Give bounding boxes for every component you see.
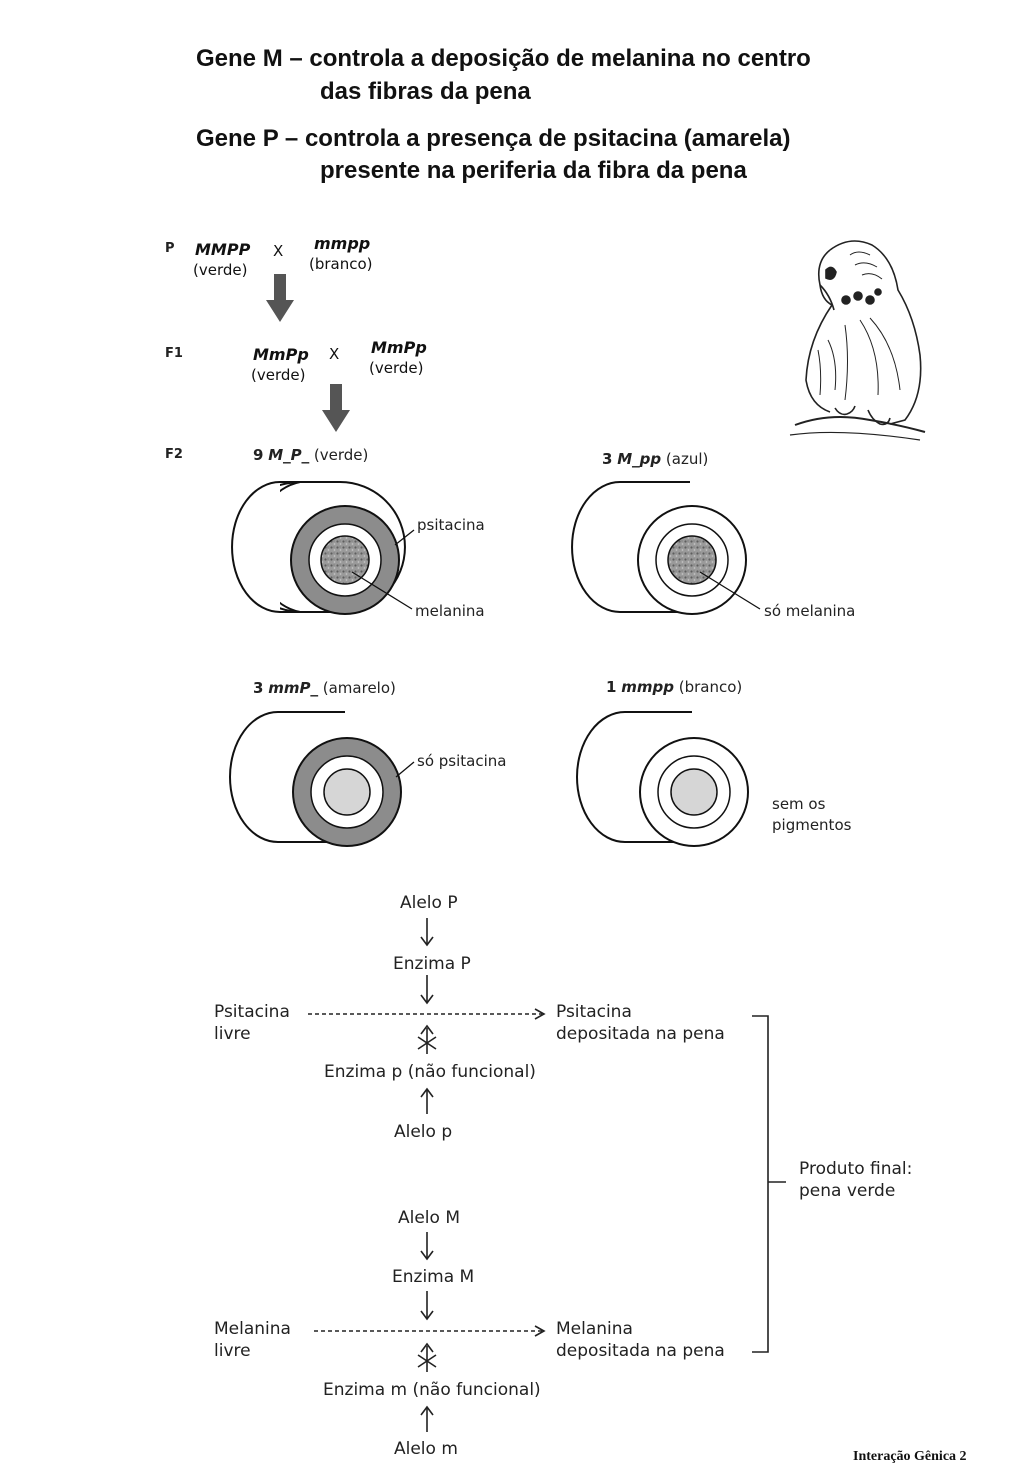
label-psitacina: psitacina	[417, 516, 485, 534]
f2-yellow-genotype: mmP_	[268, 679, 318, 697]
melanina-deposited: Melanina	[556, 1319, 633, 1339]
p-parent1-genotype: MMPP	[195, 240, 251, 259]
psitacina-free: Psitacina	[214, 1002, 290, 1022]
p-parent2-phenotype: (branco)	[309, 255, 373, 273]
allele-M: Alelo M	[398, 1208, 461, 1228]
f2-blue-genotype: M_pp	[617, 450, 662, 468]
final-product-value: pena verde	[799, 1181, 896, 1201]
psitacina-deposited: Psitacina	[556, 1002, 632, 1022]
gene-m-title-cont: das fibras da pena	[320, 78, 531, 105]
f2-white-genotype: mmpp	[621, 678, 674, 696]
f2-blue-count: 3	[602, 450, 613, 468]
pathway-melanina-arrows	[314, 1232, 546, 1432]
f2-yellow-phenotype: (amarelo)	[322, 679, 396, 697]
footer-page-label: Interação Gênica 2	[853, 1449, 967, 1464]
psitacina-deposited-line2: depositada na pena	[556, 1024, 725, 1044]
final-product-label: Produto final:	[799, 1159, 913, 1179]
down-arrow-icon	[266, 274, 294, 322]
down-arrow-icon	[322, 384, 350, 432]
fiber-yellow	[229, 711, 415, 847]
gene-p-title-cont: presente na periferia da fibra da pena	[320, 157, 747, 184]
f2-yellow-heading: 3 mmP_ (amarelo)	[253, 679, 396, 697]
label-melanina: melanina	[415, 602, 485, 620]
f2-blue-phenotype: (azul)	[665, 450, 709, 468]
allele-m: Alelo m	[394, 1439, 458, 1459]
f1-parent1-phenotype: (verde)	[251, 366, 306, 384]
label-sem-os: sem os	[772, 795, 826, 813]
fiber-green	[231, 481, 415, 615]
f2-green-heading: 9 M_P_ (verde)	[253, 446, 368, 464]
f1-parent2-phenotype: (verde)	[369, 359, 424, 377]
melanina-free-livre: livre	[214, 1341, 251, 1361]
cross-symbol: X	[329, 345, 340, 363]
budgerigar-illustration	[789, 240, 926, 441]
enzyme-m-nonfunctional: Enzima m (não funcional)	[323, 1380, 541, 1400]
bracket	[752, 1015, 786, 1353]
f2-green-genotype: M_P_	[268, 446, 310, 464]
psitacina-free-livre: livre	[214, 1024, 251, 1044]
f2-white-heading: 1 mmpp (branco)	[606, 678, 742, 696]
label-so-psitacina: só psitacina	[417, 752, 507, 770]
fiber-white	[576, 711, 749, 847]
f1-parent1-genotype: MmPp	[253, 345, 309, 364]
melanina-deposited-line2: depositada na pena	[556, 1341, 725, 1361]
melanina-free: Melanina	[214, 1319, 291, 1339]
enzyme-M: Enzima M	[392, 1267, 475, 1287]
label-so-melanina: só melanina	[764, 602, 856, 620]
f2-white-phenotype: (branco)	[678, 678, 743, 696]
enzyme-p-nonfunctional: Enzima p (não funcional)	[324, 1062, 536, 1082]
f2-white-count: 1	[606, 678, 617, 696]
allele-P: Alelo P	[400, 893, 458, 913]
f1-parent2-genotype: MmPp	[371, 338, 427, 357]
f2-yellow-count: 3	[253, 679, 264, 697]
gene-p-title: Gene P – controla a presença de psitacin…	[196, 125, 791, 152]
f2-green-phenotype: (verde)	[313, 446, 369, 464]
cross-symbol: X	[273, 242, 284, 260]
f2-blue-heading: 3 M_pp (azul)	[602, 450, 708, 468]
p-parent2-genotype: mmpp	[314, 234, 371, 253]
generation-f2-label: F2	[165, 447, 183, 462]
generation-f1-label: F1	[165, 346, 183, 361]
fiber-blue	[571, 481, 761, 615]
pathway-psitacina-arrows	[308, 918, 546, 1114]
allele-p: Alelo p	[394, 1122, 453, 1142]
enzyme-P: Enzima P	[393, 954, 471, 974]
generation-p-label: P	[165, 241, 175, 256]
f2-green-count: 9	[253, 446, 264, 464]
label-pigmentos: pigmentos	[772, 816, 852, 834]
p-parent1-phenotype: (verde)	[193, 261, 248, 279]
gene-m-title: Gene M – controla a deposição de melanin…	[196, 45, 811, 72]
